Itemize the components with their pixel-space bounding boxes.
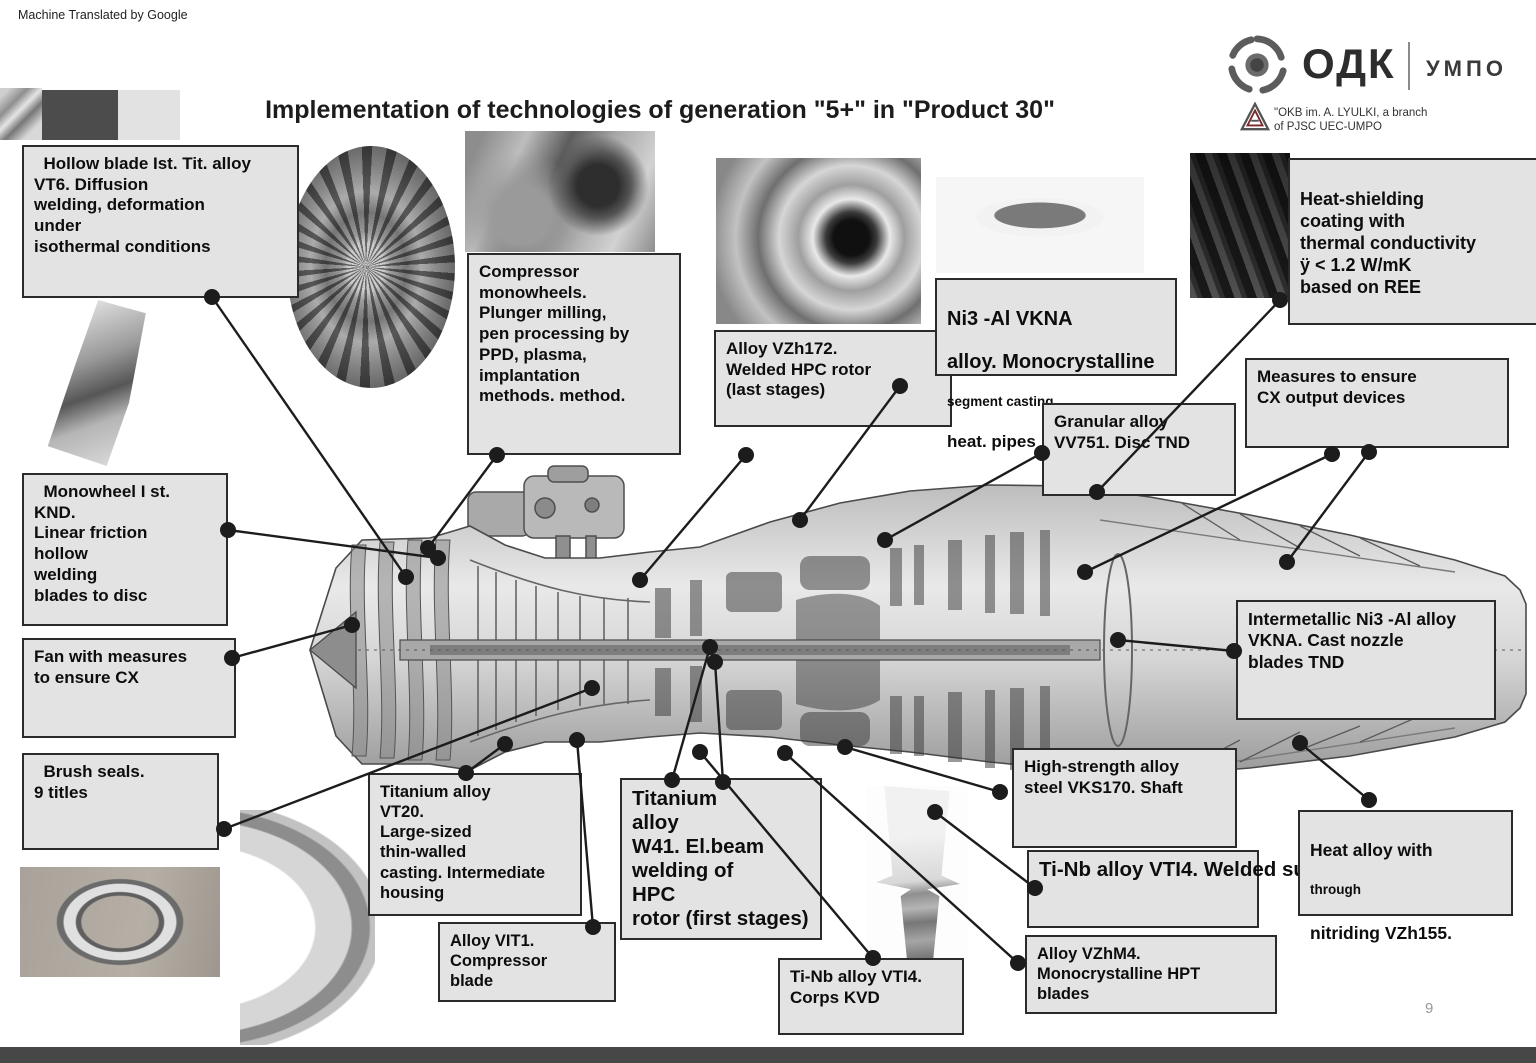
callout-body: Heat-shielding coating with thermal cond…: [1300, 188, 1477, 297]
callout-line: nitriding VZh155.: [1310, 923, 1452, 944]
callout-vt20: Titanium alloy VT20. Large-sized thin-wa…: [368, 773, 582, 916]
callout-compressor-monowheels: Compressor monowheels. Plunger milling, …: [467, 253, 681, 455]
callout-vit1: Alloy VIT1. Compressor blade: [438, 922, 616, 1002]
page-number: 9: [1425, 1000, 1434, 1017]
translator-note: Machine Translated by Google: [18, 8, 188, 22]
hpc-rotor-photo: [716, 158, 921, 324]
callout-line: Ni3 -Al VKNA: [947, 307, 1073, 330]
branch-caption: "OKB im. A. LYULKI, a branch of PJSC UEC…: [1274, 107, 1428, 134]
callout-vzh172: Alloy VZh172. Welded HPC rotor (last sta…: [714, 330, 952, 427]
callout-fan-measures: Fan with measures to ensure CX: [22, 638, 236, 738]
cast-segment-ring-photo: [936, 177, 1144, 273]
callout-w41: Titanium alloy W41. El.beam welding of H…: [620, 778, 822, 940]
callout-ti-nb-corps: Ti-Nb alloy VTI4. Corps KVD: [778, 958, 964, 1035]
logo-divider: [1408, 42, 1410, 90]
callout-measures-cx: Measures to ensure CX output devices: [1245, 358, 1509, 448]
callout-hollow-blade: Hollow blade Ist. Tit. alloy VT6. Diffus…: [22, 145, 299, 298]
page-title: Implementation of technologies of genera…: [265, 96, 1055, 124]
callout-granular-vv751: Granular alloy VV751. Disc TND: [1042, 403, 1236, 496]
callout-vzhm4: Alloy VZhM4. Monocrystalline HPT blades: [1025, 935, 1277, 1014]
monowheel-machining-photo: [465, 131, 655, 252]
decorative-strip-dark: [42, 90, 118, 140]
callout-monowheel-knd: Monowheel I st. KND. Linear friction hol…: [22, 473, 228, 626]
callout-line: alloy. Monocrystalline: [947, 350, 1155, 373]
decorative-strip-photo: [0, 88, 42, 140]
brush-seal-photo: [20, 867, 220, 977]
odk-wordmark: ОДК: [1302, 40, 1396, 87]
callout-vzh155: Heat alloy with through nitriding VZh155…: [1298, 810, 1513, 943]
callout-line: through: [1310, 881, 1361, 897]
odk-swirl-icon: [1228, 35, 1287, 94]
turbine-blade-ring-photo: [1190, 153, 1290, 298]
callout-heat-shielding: Heat-shielding coating with thermal cond…: [1288, 158, 1536, 383]
callout-ti-nb-welded: Ti-Nb alloy VTI4. Welded support housing…: [1027, 850, 1465, 928]
intermediate-casing-photo: [240, 810, 375, 1045]
decorative-strip-light: [118, 90, 180, 140]
callout-line: Heat alloy with: [1310, 839, 1433, 860]
umpo-wordmark: УМПО: [1426, 56, 1507, 81]
callout-brush-seals: Brush seals. 9 titles: [22, 753, 219, 850]
callout-ni3-al-vkna: Ni3 -Al VKNA alloy. Monocrystalline segm…: [935, 278, 1177, 451]
callout-line: segment casting: [947, 393, 1054, 409]
callout-intermetallic-vkna: Intermetallic Ni3 -Al alloy VKNA. Cast n…: [1236, 600, 1496, 720]
footer-bar: [0, 1047, 1536, 1063]
callout-vks170: High-strength alloy steel VKS170. Shaft: [1012, 748, 1237, 848]
spacer: [1300, 321, 1528, 341]
lyulka-triangle-icon: [1240, 102, 1270, 131]
company-logo: ОДК УМПО "OKB im. A. LYULKI, a branch of…: [1222, 34, 1522, 144]
